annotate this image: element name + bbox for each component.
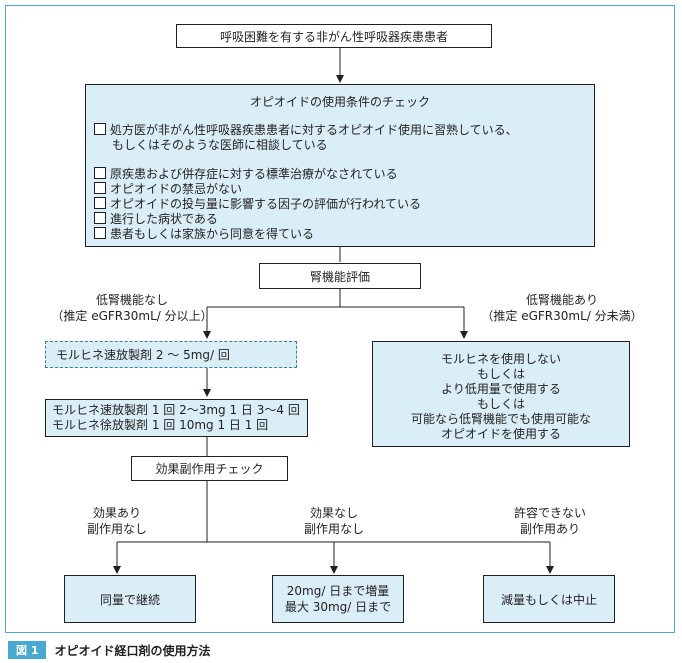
renal-option-line: もしくは [476, 397, 525, 411]
outcome-3-label: 許容できない 副作用あり [500, 505, 600, 537]
checklist-item-text: 処方医が非がん性呼吸器疾患患者に対するオピオイド使用に習熟している、 [110, 123, 518, 137]
renal-eval-label: 腎機能評価 [309, 269, 370, 284]
renal-option-line: 可能なら低腎機能でも使用可能な [410, 412, 591, 426]
action-reduce-box: 減量もしくは中止 [483, 575, 615, 623]
renal-option-line: より低用量で使用する [441, 382, 561, 396]
checkbox[interactable] [94, 167, 106, 179]
checkbox[interactable] [94, 123, 106, 135]
checklist-item-text: 原疾患および併存症に対する標準治療がなされている [110, 167, 398, 181]
checklist-item: 進行した病状である [94, 212, 218, 227]
outcome-1-label: 効果あり 副作用なし [67, 505, 167, 537]
outcome-1-line2: 副作用なし [86, 522, 147, 536]
renal-option-line: オピオイドを使用する [440, 427, 561, 441]
checklist-item: オピオイドの禁忌がない [94, 182, 242, 197]
right-branch-line1: 低腎機能あり [525, 293, 598, 307]
figure-frame [5, 5, 675, 633]
checkbox[interactable] [94, 182, 106, 194]
right-branch-line2: （推定 eGFR30mL/ 分未満） [481, 309, 643, 323]
effect-check-box: 効果副作用チェック [131, 456, 288, 481]
action-increase-box: 20mg/ 日まで増量 最大 30mg/ 日まで [272, 575, 404, 623]
checklist-item: 処方医が非がん性呼吸器疾患患者に対するオピオイド使用に習熟している、 もしくはそ… [94, 123, 518, 153]
checklist-item-text: オピオイドの禁忌がない [110, 182, 243, 196]
checklist-item: 原疾患および併存症に対する標準治療がなされている [94, 167, 398, 182]
action-reduce-label: 減量もしくは中止 [500, 592, 597, 607]
renal-option-line: もしくは [476, 367, 525, 381]
regimen-line2: モルヒネ徐放製剤 1 回 10mg 1 日 1 回 [52, 418, 269, 432]
outcome-2-line1: 効果なし [309, 506, 358, 520]
checkbox[interactable] [94, 227, 106, 239]
figure-title: オピオイド経口剤の使用方法 [54, 643, 211, 658]
action-continue-box: 同量で継続 [64, 575, 196, 623]
outcome-3-line2: 副作用あり [519, 522, 580, 536]
patient-label: 呼吸困難を有する非がん性呼吸器疾患患者 [219, 29, 448, 44]
renal-eval-box: 腎機能評価 [259, 263, 421, 289]
outcome-1-line1: 効果あり [92, 506, 141, 520]
immediate-release-box: モルヒネ速放製剤 2 ～ 5mg/ 回 [45, 341, 297, 368]
outcome-2-line2: 副作用なし [303, 522, 364, 536]
left-branch-line2: （推定 eGFR30mL/ 分以上） [51, 309, 213, 323]
checklist-item-text: 患者もしくは家族から同意を得ている [110, 227, 315, 241]
action-continue-label: 同量で継続 [99, 592, 160, 607]
checklist-box: オピオイドの使用条件のチェック 処方医が非がん性呼吸器疾患患者に対するオピオイド… [85, 84, 595, 247]
patient-box: 呼吸困難を有する非がん性呼吸器疾患患者 [176, 24, 492, 48]
right-branch-label: 低腎機能あり （推定 eGFR30mL/ 分未満） [467, 292, 657, 324]
left-branch-label: 低腎機能なし （推定 eGFR30mL/ 分以上） [42, 292, 222, 324]
checklist-title: オピオイドの使用条件のチェック [249, 95, 430, 109]
outcome-2-label: 効果なし 副作用なし [284, 505, 384, 537]
checkbox[interactable] [94, 212, 106, 224]
action-increase-line2: 最大 30mg/ 日まで [284, 600, 392, 614]
checklist-item: オピオイドの投与量に影響する因子の評価が行われている [94, 197, 421, 212]
checklist-item: 患者もしくは家族から同意を得ている [94, 227, 314, 242]
renal-option-box: モルヒネを使用しない もしくは より低用量で使用する もしくは 可能なら低腎機能… [372, 341, 630, 447]
regimen-line1: モルヒネ速放製剤 1 回 2～3mg 1 日 3～4 回 [52, 403, 300, 417]
outcome-3-line1: 許容できない [513, 506, 586, 520]
checkbox[interactable] [94, 197, 106, 209]
effect-check-label: 効果副作用チェック [155, 462, 264, 476]
renal-option-line: モルヒネを使用しない [440, 352, 561, 366]
renal-option-text: モルヒネを使用しない もしくは より低用量で使用する もしくは 可能なら低腎機能… [373, 352, 629, 442]
checklist-item-text: オピオイドの投与量に影響する因子の評価が行われている [110, 197, 422, 211]
figure-number: 図 1 [8, 641, 47, 659]
action-increase-line1: 20mg/ 日まで増量 [286, 584, 390, 598]
checklist-item-text: 進行した病状である [110, 212, 218, 226]
checklist-item-text-2: もしくはそのような医師に相談している [112, 138, 328, 152]
immediate-release-label: モルヒネ速放製剤 2 ～ 5mg/ 回 [56, 348, 230, 362]
figure-caption: 図 1 オピオイド経口剤の使用方法 [8, 641, 211, 659]
left-branch-line1: 低腎機能なし [95, 293, 168, 307]
regimen-box: モルヒネ速放製剤 1 回 2～3mg 1 日 3～4 回 モルヒネ徐放製剤 1 … [45, 399, 308, 437]
